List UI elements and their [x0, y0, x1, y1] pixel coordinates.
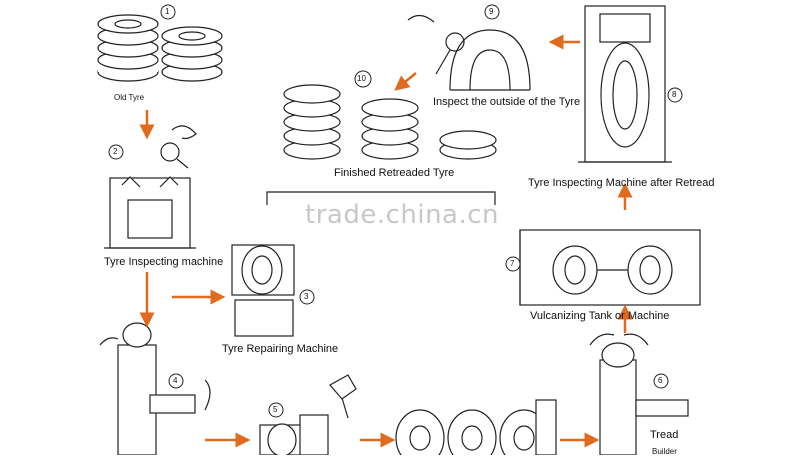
step-number-5: 5	[273, 405, 278, 414]
step-number-8: 8	[672, 90, 677, 99]
step-number-9: 9	[489, 7, 494, 16]
label-tyre-repairing-machine: Tyre Repairing Machine	[222, 343, 339, 355]
step-number-circles	[108, 4, 683, 418]
inspecting-machine-2	[104, 176, 196, 249]
label-tread: Tread	[650, 429, 679, 441]
label-old-tyre: Old Tyre	[114, 93, 145, 102]
label-finished-retreaded-tyre: Finished Retreaded Tyre	[334, 167, 455, 179]
connector-lines	[266, 191, 496, 205]
finished-tyres-10	[283, 84, 497, 160]
repairing-machine-3	[231, 244, 295, 337]
tread-rolls	[395, 399, 557, 455]
flow-arrows	[139, 34, 633, 448]
spraying-machine-5	[259, 374, 357, 455]
step-number-2: 2	[113, 147, 118, 156]
label-inspecting-after-retread: Tyre Inspecting Machine after Retread	[528, 177, 715, 189]
step-number-3: 3	[304, 292, 309, 301]
watermark: trade.china.cn	[305, 200, 500, 230]
buffing-machine-4	[99, 322, 211, 455]
step-number-4: 4	[173, 376, 178, 385]
builder-machine-6	[589, 333, 689, 455]
outside-inspection-9	[407, 14, 531, 91]
step-number-10: 10	[357, 74, 366, 83]
vulcanizing-tank-7	[519, 229, 701, 306]
magnifier-icon	[160, 125, 197, 169]
step-number-6: 6	[658, 376, 663, 385]
step-number-1: 1	[165, 7, 170, 16]
label-tyre-inspecting-machine: Tyre Inspecting machine	[104, 256, 224, 268]
inspecting-machine-8	[578, 5, 672, 163]
label-builder-partial: Builder	[652, 447, 677, 456]
label-inspect-outside: Inspect the outside of the Tyre	[433, 96, 581, 108]
old-tyre-stacks	[97, 14, 223, 82]
label-vulcanizing-tank: Vulcanizing Tank or Machine	[530, 310, 670, 322]
step-number-7: 7	[510, 259, 515, 268]
